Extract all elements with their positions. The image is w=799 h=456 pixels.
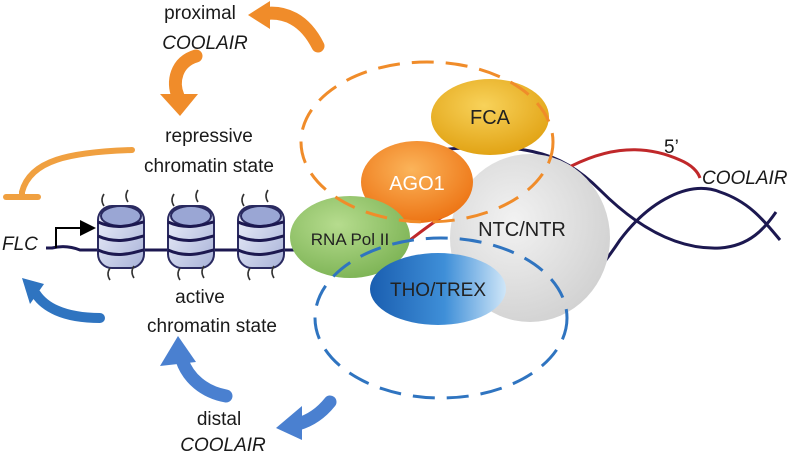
flc-label: FLC: [2, 234, 38, 255]
proximal-label: proximal: [164, 3, 236, 24]
dna-main-strand: [46, 245, 330, 252]
ago1-complex: [361, 141, 473, 223]
rna-pol-ii-label: RNA Pol II: [311, 230, 389, 249]
flc-tss-arrow: [55, 220, 96, 248]
nucleosome-3: [237, 189, 285, 281]
orange-curved-arrow-top: [255, 6, 325, 53]
ntc-ntr-label: NTC/NTR: [478, 219, 566, 241]
active-chromatin-label: chromatin state: [147, 316, 277, 337]
tho-trex-complex: [370, 253, 506, 325]
blue-dashed-group: [313, 236, 569, 400]
proximal-coolair-label: COOLAIR: [162, 33, 248, 54]
repressive-label: repressive: [165, 126, 253, 147]
coolair-rna-label: COOLAIR: [702, 168, 788, 189]
orange-arrowhead-top: [248, 1, 270, 29]
blue-curved-arrow-mid: [175, 353, 233, 403]
blue-curved-arrow-bottom: [291, 395, 337, 431]
blue-arrowhead-left: [22, 278, 44, 304]
nucleosome-2: [167, 189, 215, 281]
distal-coolair-label: COOLAIR: [180, 435, 266, 456]
fca-complex: [431, 79, 549, 155]
orange-dashed-group: [299, 60, 555, 224]
distal-label: distal: [197, 409, 241, 430]
tho-trex-label: THO/TREX: [390, 280, 486, 301]
ago1-label: AGO1: [389, 173, 445, 195]
active-label: active: [175, 287, 225, 308]
blue-arrowhead-bottom: [276, 406, 302, 440]
repressive-chromatin-label: chromatin state: [144, 156, 274, 177]
five-prime-label: 5’: [664, 137, 679, 158]
orange-repression-bar: [19, 147, 135, 199]
blue-curved-arrow-left: [31, 289, 105, 323]
orange-arrowhead-left: [160, 94, 198, 116]
nucleosome-1: [97, 189, 145, 281]
distal-feedback-arrows: [22, 278, 337, 440]
blue-arrowhead-mid: [160, 336, 196, 366]
orange-curved-arrow-left: [168, 49, 203, 103]
coolair-rna-strand: [554, 148, 702, 179]
proximal-feedback-arrows: [3, 1, 325, 200]
fca-label: FCA: [470, 107, 511, 129]
